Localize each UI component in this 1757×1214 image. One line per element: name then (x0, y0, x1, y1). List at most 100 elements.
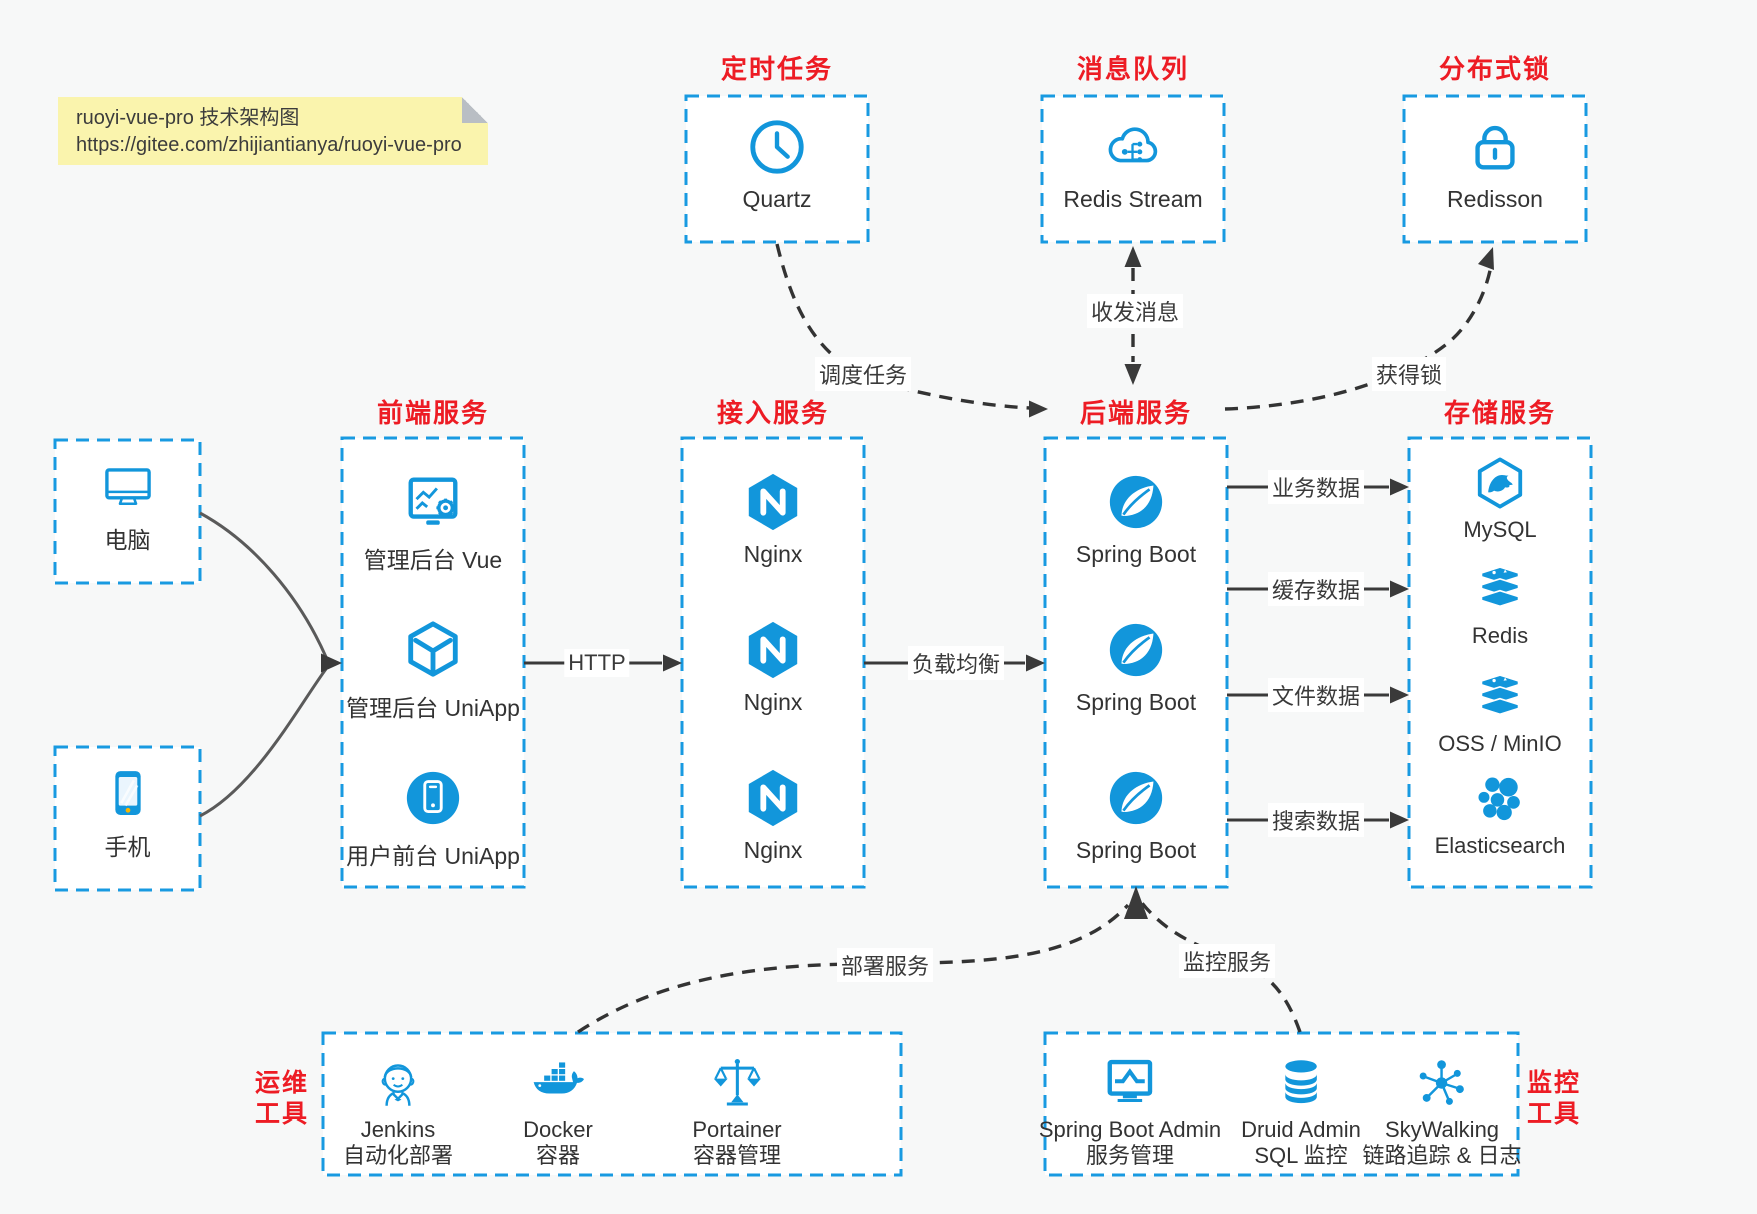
druid-icon (1273, 1055, 1329, 1111)
node-sublabel: 容器管理 (692, 1143, 781, 1168)
node-redis-stream: Redis Stream (1042, 96, 1224, 242)
edge-label-deploy: 部署服务 (836, 948, 934, 982)
node-portainer: Portainer 容器管理 (692, 1055, 782, 1169)
acquire-lock-curve (1224, 265, 1493, 411)
pc-to-frontend-curve (199, 511, 328, 658)
node-label: Spring Boot (1075, 541, 1197, 567)
smartphone-icon (101, 766, 155, 820)
title-distributed-lock: 分布式锁 (1438, 54, 1552, 84)
admin-vue-icon (402, 471, 464, 533)
access-group: Nginx Nginx Nginx (682, 438, 864, 887)
edge-label-message: 收发消息 (1086, 294, 1184, 328)
file-data-arrowhead (1390, 686, 1409, 704)
elasticsearch-icon (1473, 772, 1527, 826)
node-redis: Redis (1409, 562, 1591, 649)
title-ops-tools: 运维 工具 (254, 1069, 310, 1128)
edge-label-monitor: 监控服务 (1178, 944, 1276, 978)
node-label: 用户前台 UniApp (346, 843, 520, 869)
title-frontend: 前端服务 (376, 398, 490, 428)
title-scheduled-tasks: 定时任务 (720, 54, 834, 84)
node-spring-boot-3: Spring Boot (1045, 767, 1227, 864)
edge-label-search-data: 搜索数据 (1267, 803, 1365, 837)
edge-label-load-balance: 负载均衡 (907, 646, 1005, 680)
skywalking-icon (1414, 1055, 1470, 1111)
node-label: SkyWalking (1384, 1117, 1500, 1142)
message-down-arrowhead (1124, 364, 1142, 385)
node-quartz: Quartz (686, 96, 868, 242)
edge-label-lock: 获得锁 (1371, 357, 1447, 391)
mysql-icon (1473, 456, 1527, 510)
node-label: Nginx (743, 541, 803, 567)
clock-icon (746, 116, 808, 178)
node-nginx-1: Nginx (682, 471, 864, 568)
note-url[interactable]: https://gitee.com/zhijiantianya/ruoyi-vu… (76, 134, 462, 156)
uniapp-cube-icon (402, 619, 464, 681)
node-sublabel: 链路追踪 & 日志 (1362, 1143, 1522, 1168)
node-sublabel: 容器 (535, 1143, 580, 1168)
title-storage: 存储服务 (1443, 398, 1557, 428)
node-label: Elasticsearch (1434, 833, 1566, 858)
edge-label-cache-data: 缓存数据 (1267, 572, 1365, 606)
node-docker: Docker 容器 (523, 1055, 593, 1169)
node-druid-admin: Druid Admin SQL 监控 (1241, 1055, 1361, 1169)
ops-group: Jenkins 自动化部署 Docker 容器 Portainer 容器管理 (323, 1033, 901, 1175)
jenkins-icon (370, 1055, 426, 1111)
node-label: Portainer (692, 1117, 782, 1142)
node-label: Jenkins (360, 1117, 436, 1142)
node-skywalking: SkyWalking 链路追踪 & 日志 (1362, 1055, 1522, 1169)
node-label: Nginx (743, 837, 803, 863)
redis-stack-icon (1473, 670, 1527, 724)
node-redisson: Redisson (1404, 96, 1586, 242)
note-title: ruoyi-vue-pro 技术架构图 (76, 107, 300, 129)
lock-icon (1464, 116, 1526, 178)
business-data-arrowhead (1390, 478, 1409, 496)
user-app-icon (402, 767, 464, 829)
title-monitoring-tools: 监控 工具 (1526, 1069, 1582, 1128)
cache-data-arrowhead (1390, 580, 1409, 598)
backend-group: Spring Boot Spring Boot Spring Boot (1045, 438, 1227, 887)
node-label: Druid Admin (1241, 1117, 1361, 1142)
title-backend: 后端服务 (1079, 398, 1193, 428)
node-spring-boot-admin: Spring Boot Admin 服务管理 (1039, 1055, 1221, 1169)
spring-icon (1105, 619, 1167, 681)
node-label: Quartz (742, 185, 812, 212)
desktop-icon (101, 459, 155, 513)
spring-icon (1105, 471, 1167, 533)
nginx-icon (742, 767, 804, 829)
schedule-task-arrowhead (1029, 400, 1048, 418)
node-label: Spring Boot (1075, 837, 1197, 863)
node-oss-minio: OSS / MinIO (1409, 670, 1591, 757)
storage-group: MySQL Redis OSS / MinIO Elasticsearch (1409, 438, 1591, 887)
node-sublabel: 自动化部署 (342, 1143, 454, 1168)
node-mobile: 手机 (55, 747, 200, 890)
nginx-icon (742, 471, 804, 533)
node-admin-uniapp: 管理后台 UniApp (342, 619, 524, 723)
node-pc: 电脑 (55, 440, 200, 583)
load-balance-arrowhead (1026, 654, 1045, 672)
edge-label-schedule: 调度任务 (814, 357, 912, 391)
node-nginx-3: Nginx (682, 767, 864, 864)
node-mysql: MySQL (1409, 456, 1591, 543)
node-label: 电脑 (104, 526, 151, 553)
cloud-network-icon (1102, 116, 1164, 178)
title-message-queue: 消息队列 (1076, 54, 1190, 84)
node-label: Docker (523, 1117, 593, 1142)
node-sublabel: 服务管理 (1085, 1143, 1175, 1168)
node-user-uniapp: 用户前台 UniApp (342, 767, 524, 871)
node-nginx-2: Nginx (682, 619, 864, 716)
frontend-group: 管理后台 Vue 管理后台 UniApp 用户前台 UniApp (342, 438, 524, 887)
monitoring-group: Spring Boot Admin 服务管理 Druid Admin SQL 监… (1039, 1033, 1521, 1175)
message-up-arrowhead (1124, 246, 1142, 267)
spring-boot-admin-icon (1102, 1055, 1158, 1111)
frontend-arrowhead (321, 653, 342, 673)
node-label: Nginx (743, 689, 803, 715)
nginx-icon (742, 619, 804, 681)
node-sublabel: SQL 监控 (1254, 1143, 1348, 1168)
spring-icon (1105, 767, 1167, 829)
node-admin-vue: 管理后台 Vue (342, 471, 524, 575)
node-spring-boot-2: Spring Boot (1045, 619, 1227, 716)
edge-label-file-data: 文件数据 (1267, 678, 1365, 712)
portainer-icon (709, 1055, 765, 1111)
sticky-note: ruoyi-vue-pro 技术架构图 https://gitee.com/zh… (58, 97, 488, 165)
